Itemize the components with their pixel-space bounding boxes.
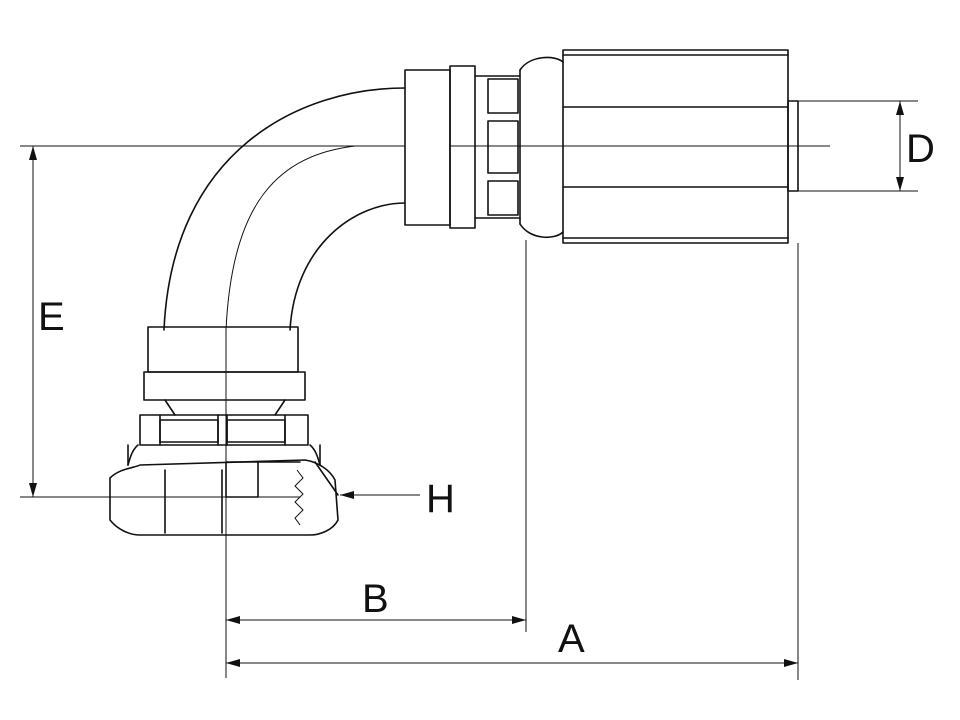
lower-collar (139, 326, 309, 446)
dimension-b (226, 240, 527, 632)
dimension-h-label: H (426, 477, 455, 521)
dimension-h (340, 491, 420, 499)
dimension-e-label: E (38, 295, 65, 339)
dimension-b-label: B (362, 577, 389, 621)
dimension-d-label: D (906, 127, 935, 171)
elbow-tube (163, 87, 406, 331)
hose-collar (404, 56, 564, 239)
dimension-a-label: A (558, 617, 585, 661)
dimension-e (20, 146, 300, 498)
swivel-nut (109, 444, 339, 536)
dimension-d (798, 100, 918, 192)
dimension-a (226, 243, 799, 680)
